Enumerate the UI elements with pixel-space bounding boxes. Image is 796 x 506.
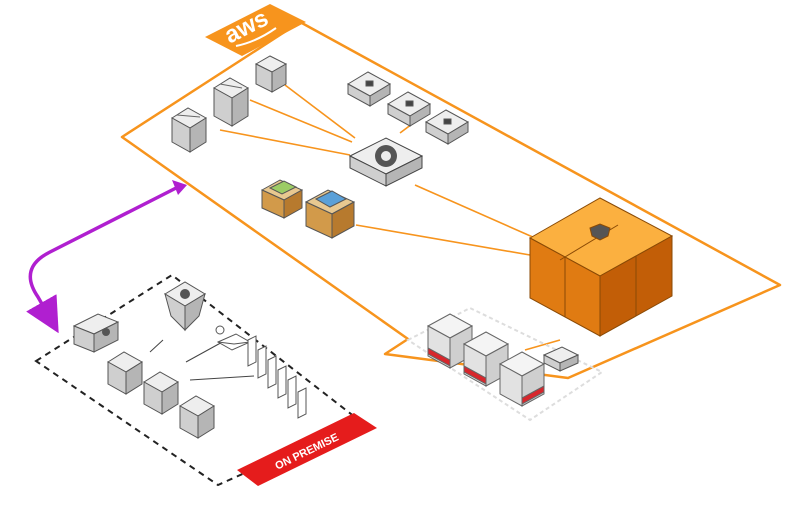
mail-icon — [215, 325, 252, 351]
server-cluster-icon — [171, 55, 288, 153]
on-premise-banner: ON PREMISE — [237, 413, 377, 486]
appliance-icon — [346, 71, 470, 145]
backup-tape-icon — [542, 346, 580, 372]
aws-logo: aws — [205, 4, 306, 56]
orange-connectors — [219, 84, 561, 351]
gateway-gear-icon — [348, 137, 424, 187]
oracle-server-icon — [426, 313, 546, 407]
hybrid-connection-arrow — [26, 184, 181, 334]
directory-service-icon — [164, 281, 206, 332]
on-prem-server-icon — [107, 351, 215, 439]
document-stack-icon — [247, 335, 307, 419]
oracle-platform — [406, 306, 605, 422]
data-warehouse-icon — [528, 197, 674, 337]
storage-box-icon — [260, 179, 356, 239]
on-prem-connectors — [149, 339, 255, 381]
vpn-device-icon — [72, 313, 120, 353]
